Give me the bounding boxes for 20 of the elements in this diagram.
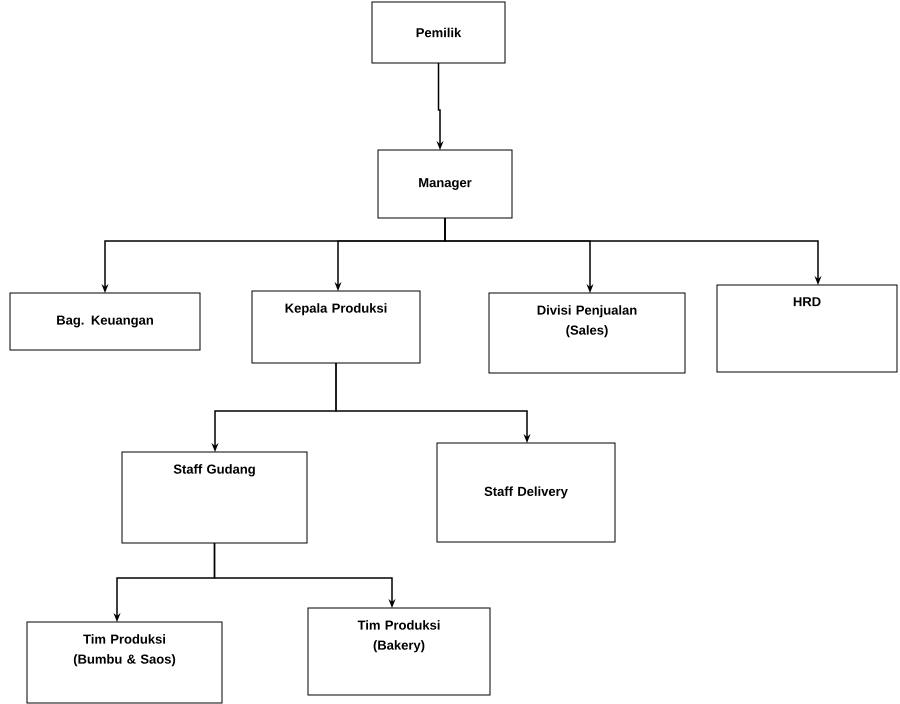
node-label: Staff Delivery [484,486,568,499]
node-label: Pemilik [416,28,462,38]
org-box [122,451,308,544]
org-box [488,292,686,374]
org-box [372,2,506,64]
node-label: Divisi Penjualan (Sales) [538,305,636,338]
org-box [436,442,616,542]
org-box [26,621,222,704]
node-label: Kepala Produksi [286,303,386,316]
org-box [308,607,490,696]
org-box [716,284,898,372]
node-label: Staff Gudang [174,464,255,476]
node-label: Tim Produksi (Bakery) [358,620,440,652]
node-label: Bag. Keuangan [57,316,153,328]
node-label: Tim Produksi (Bumbu & Saos) [74,634,176,666]
org-box [252,290,420,364]
org-box [10,292,200,350]
org-box [378,150,512,218]
node-label: HRD [794,297,821,306]
node-label: Manager [419,178,472,190]
